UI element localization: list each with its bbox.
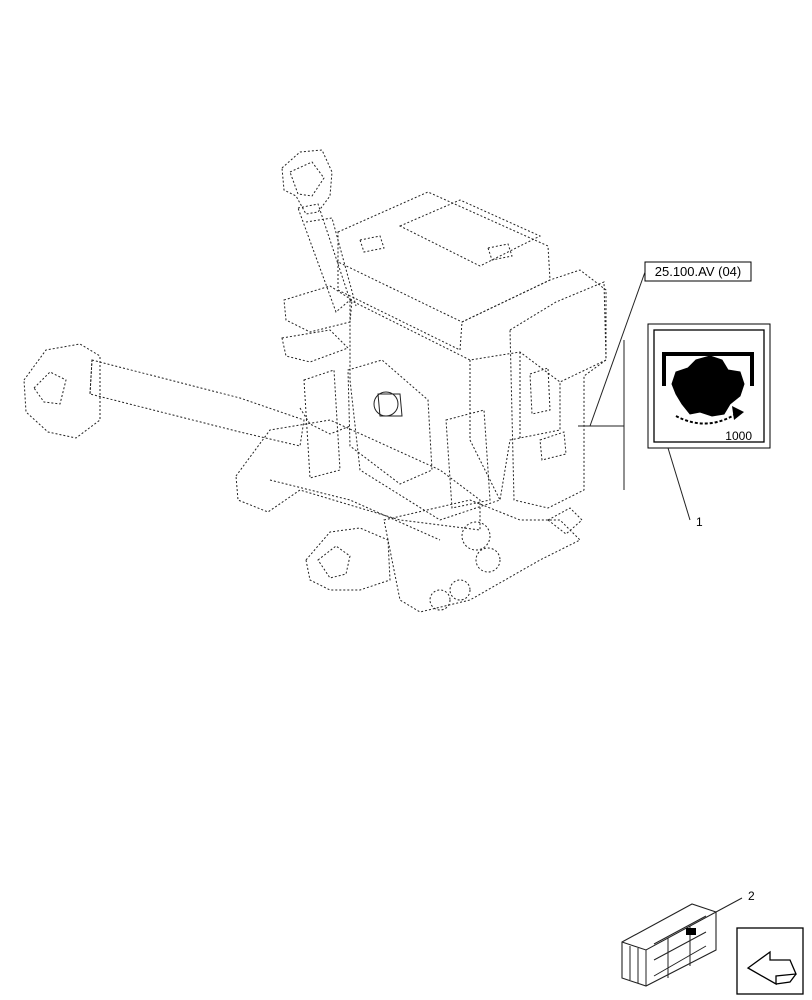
callout-2-number: 2 (748, 889, 755, 903)
callout-1-number: 1 (696, 515, 703, 529)
front-hitch-assembly-drawing (23, 149, 607, 613)
pto-1000-decal-icon: 1000 (647, 323, 771, 449)
previous-page-arrow-icon[interactable] (736, 927, 804, 995)
reference-leader-line (589, 271, 646, 427)
callout-1-leader (667, 447, 691, 521)
kit-crate-icon (621, 903, 717, 987)
reference-label-text: 25.100.AV (04) (655, 264, 741, 279)
callout-2-leader (715, 897, 743, 913)
decal-speed-text: 1000 (725, 429, 752, 443)
reference-label-box[interactable]: 25.100.AV (04) (644, 261, 752, 282)
